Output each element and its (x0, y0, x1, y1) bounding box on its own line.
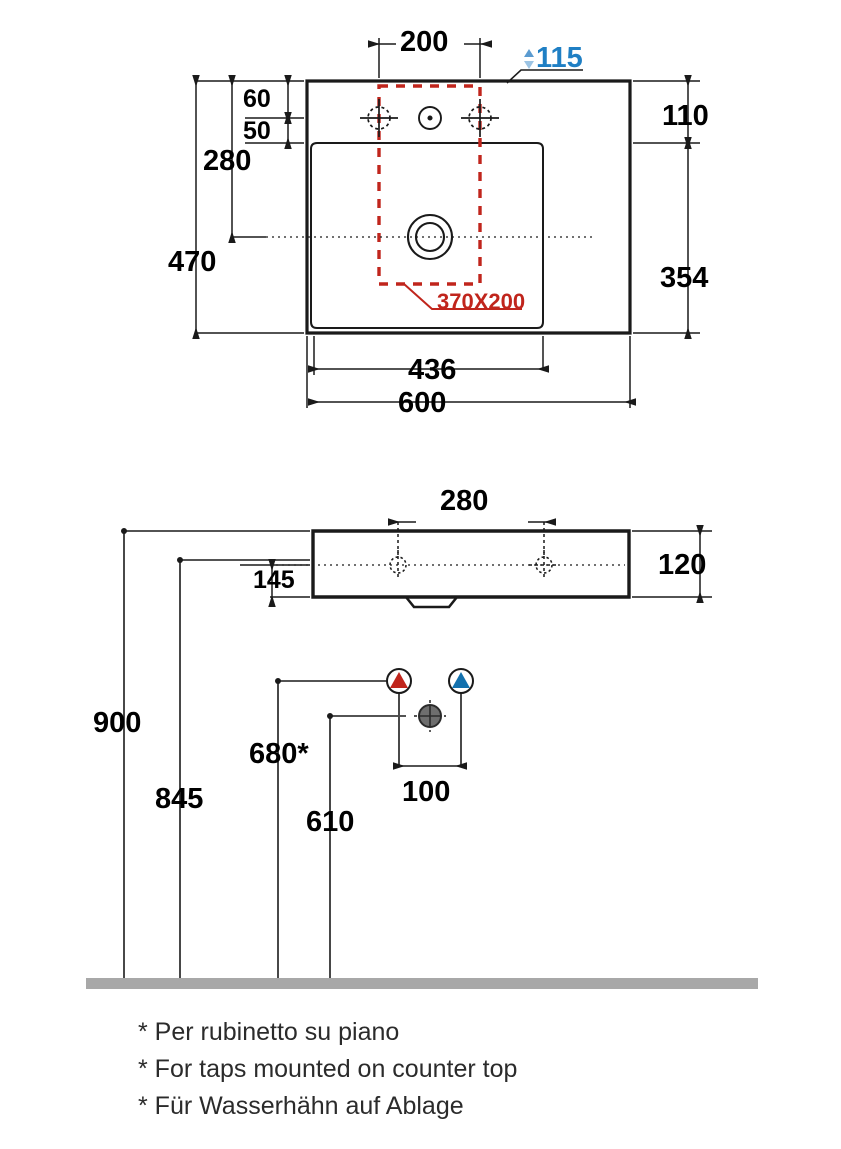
dim-280-side (388, 518, 556, 555)
dim-label-280-side: 280 (440, 485, 489, 517)
dim-label-470: 470 (168, 246, 217, 278)
dim-145 (240, 559, 310, 607)
dim-label-100: 100 (402, 776, 451, 808)
hot-water-valve-icon (386, 668, 412, 694)
dim-280-plan (228, 75, 266, 243)
supply-drop-lines (398, 693, 462, 766)
top-view-basin-outline (305, 79, 632, 335)
dim-200 (368, 38, 492, 78)
dim-436 (308, 336, 549, 375)
dim-label-115: 115 (536, 42, 583, 74)
bowl-opening-leader (403, 283, 522, 310)
plan-left-extension-lines (196, 80, 304, 334)
floor-line (86, 978, 758, 989)
depth-callout-leader (506, 69, 583, 84)
dim-label-120: 120 (658, 549, 707, 581)
footnote-en: * For taps mounted on counter top (138, 1055, 518, 1083)
dim-label-436: 436 (408, 354, 457, 386)
bowl-opening-marker (377, 84, 482, 286)
tap-hole-right-marker (461, 99, 499, 137)
dim-600 (306, 336, 636, 408)
dim-label-600: 600 (398, 387, 447, 419)
dim-label-60: 60 (243, 85, 271, 113)
dim-label-900: 900 (93, 707, 142, 739)
side-tap-hole-left-marker (389, 550, 407, 580)
side-view-basin-outline (311, 529, 631, 609)
dim-label-280-plan: 280 (203, 145, 252, 177)
installation-dim-dots (121, 528, 333, 719)
height-arrow-icon (524, 49, 534, 69)
footnote-it: * Per rubinetto su piano (138, 1018, 400, 1046)
tap-hole-left-marker (360, 99, 398, 137)
dim-label-145: 145 (253, 566, 295, 594)
cold-water-valve-icon (448, 668, 474, 694)
label-bowl-opening: 370X200 (437, 289, 526, 314)
side-tap-hole-right-marker (529, 550, 559, 580)
dim-label-680: 680* (249, 738, 309, 770)
dim-label-354: 354 (660, 262, 709, 294)
footnote-de: * Für Wasserhähn auf Ablage (138, 1092, 464, 1120)
overflow-hole-marker (418, 106, 442, 130)
dim-label-610: 610 (306, 806, 355, 838)
dim-label-845: 845 (155, 783, 204, 815)
dim-label-50: 50 (243, 117, 271, 145)
footnotes: * Per rubinetto su piano * For taps moun… (138, 1018, 517, 1129)
dim-label-110: 110 (662, 100, 709, 132)
drain-connection-icon (418, 704, 442, 728)
installation-extension-lines (123, 530, 406, 982)
dim-label-200: 200 (400, 26, 449, 58)
